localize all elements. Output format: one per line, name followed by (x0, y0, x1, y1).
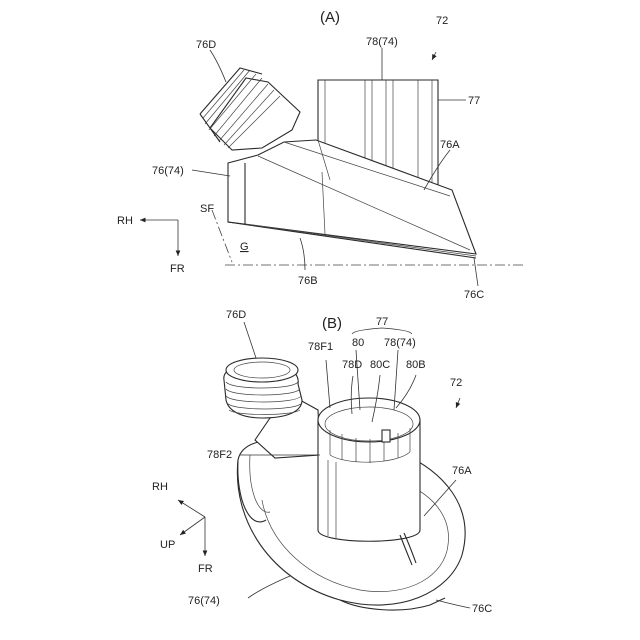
threaded-nozzle-76D-b (224, 358, 320, 458)
view-a: (A) (117, 9, 525, 301)
leader-76D-b (244, 322, 256, 358)
ref-76D-a: 76D (196, 39, 216, 51)
view-b-title: (B) (322, 315, 342, 332)
ref-SF-a: SF (200, 203, 214, 215)
dir-up-b: UP (160, 539, 175, 551)
ref-77-a: 77 (468, 95, 480, 107)
ref-72-a: 72 (436, 15, 448, 27)
dir-fr-a: FR (170, 263, 185, 275)
ref-76A-a: 76A (440, 139, 460, 151)
ref-80: 80 (352, 337, 364, 349)
dir-fr-b: FR (198, 563, 213, 575)
insert-tab-80C (382, 430, 390, 442)
direction-axes-b: RH UP FR (152, 481, 213, 575)
threaded-nozzle-76D (200, 68, 300, 150)
dir-rh-a: RH (117, 215, 133, 227)
ref-76B-a: 76B (298, 275, 318, 287)
leader-76-74-a (192, 170, 230, 176)
leader-76D-a (210, 50, 226, 82)
ref-G-a: G (240, 241, 249, 253)
ref-76C-b: 76C (472, 603, 492, 615)
ref-80B: 80B (406, 359, 426, 371)
brace-77 (352, 328, 412, 334)
view-a-title: (A) (320, 9, 340, 26)
ref-78D: 78D (342, 359, 362, 371)
dir-rh-b: RH (152, 481, 168, 493)
ref-78F2: 78F2 (207, 449, 232, 461)
direction-axes-a: RH FR (117, 215, 185, 275)
arrow-72-b (456, 398, 460, 408)
leader-76-74-b (248, 576, 290, 598)
ref-76A-b: 76A (452, 465, 472, 477)
ref-76-74-b: 76(74) (188, 595, 220, 607)
ref-78-74-b: 78(74) (384, 337, 416, 349)
ref-80C: 80C (370, 359, 390, 371)
ref-78-74-a: 78(74) (366, 36, 398, 48)
ref-78F1: 78F1 (308, 341, 333, 353)
leader-76C-a (474, 258, 478, 286)
ref-76D-b: 76D (226, 309, 246, 321)
ref-76-74-a: 76(74) (152, 165, 184, 177)
view-b: (B) (152, 309, 492, 615)
ref-77-b: 77 (376, 316, 388, 328)
arrow-72-a (432, 52, 436, 60)
ref-72-b: 72 (450, 377, 462, 389)
base-body-76 (228, 140, 476, 258)
leader-76C-b (436, 600, 470, 608)
ref-76C-a: 76C (464, 289, 484, 301)
leader-78F1 (326, 360, 330, 408)
